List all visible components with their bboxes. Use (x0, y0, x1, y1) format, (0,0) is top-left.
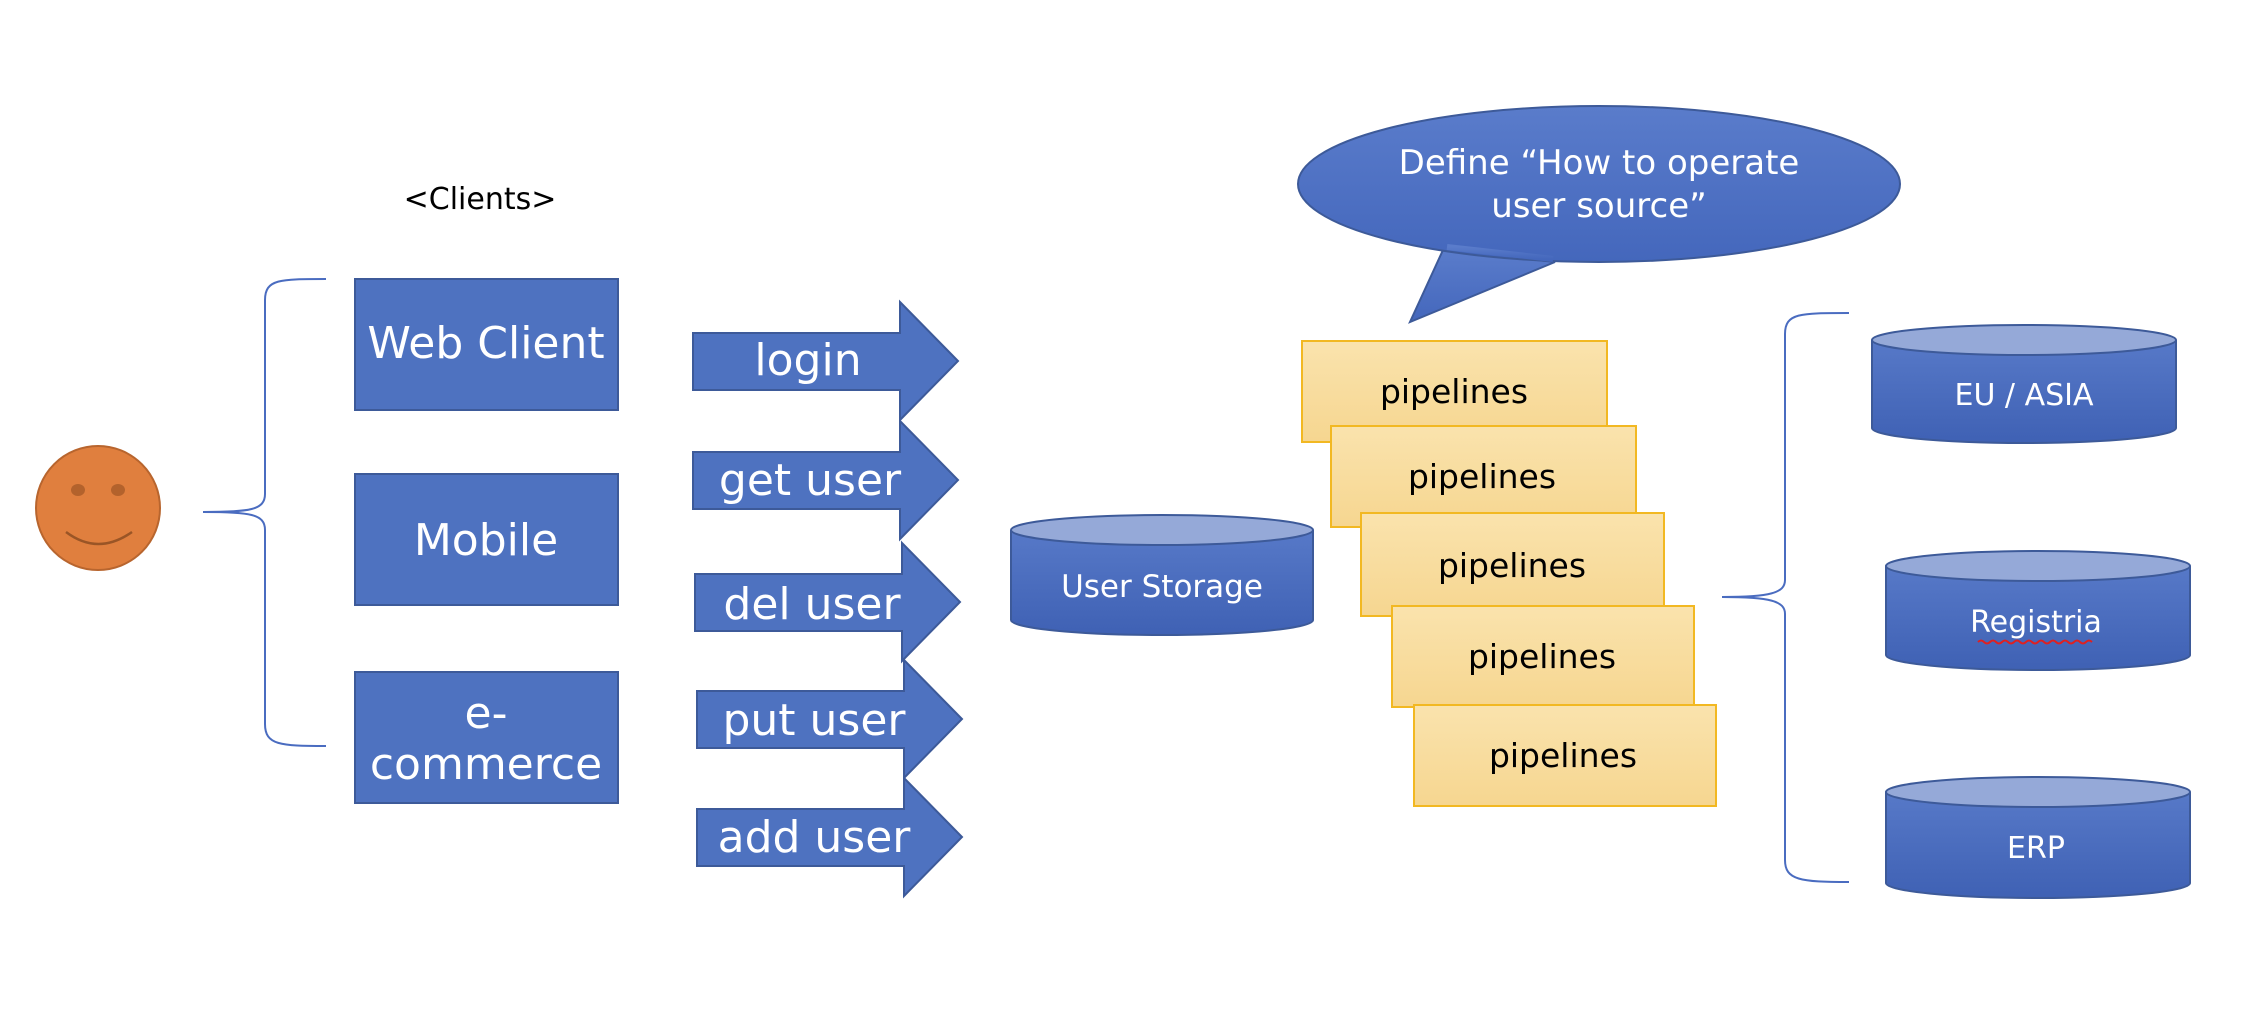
callout-text-line1: Define “How to operate (1399, 143, 1800, 183)
client-label-web: Web Client (367, 318, 604, 369)
operation-arrow-get-user: get user (692, 418, 960, 542)
user-storage-cylinder: User Storage (1010, 514, 1314, 636)
client-label-ecommerce-line2: commerce (370, 739, 602, 790)
clients-heading: <Clients> (404, 182, 557, 217)
pipeline-box-5: pipelines (1413, 704, 1717, 807)
pipeline-label-3: pipelines (1438, 546, 1586, 585)
operation-label-login: login (754, 335, 861, 386)
pipeline-box-4: pipelines (1391, 605, 1695, 708)
operation-label-add-user: add user (718, 812, 912, 863)
pipeline-box-3: pipelines (1360, 512, 1665, 617)
source-cylinder-eu-asia: EU / ASIA (1871, 324, 2177, 444)
source-cylinder-registria: Registria (1885, 550, 2191, 671)
source-label-registria: Registria (1970, 605, 2102, 640)
source-label-eu-asia: EU / ASIA (1954, 378, 2094, 413)
callout-text-line2: user source” (1491, 186, 1707, 226)
spellcheck-underline (1977, 639, 2093, 645)
client-box-web: Web Client (354, 278, 619, 411)
client-box-ecommerce: e- commerce (354, 671, 619, 804)
smiley-face-icon (35, 445, 161, 571)
sources-brace (1721, 312, 1850, 883)
pipeline-box-2: pipelines (1330, 425, 1637, 528)
client-box-mobile: Mobile (354, 473, 619, 606)
client-label-ecommerce-line1: e- (465, 688, 508, 739)
client-label-mobile: Mobile (414, 515, 558, 566)
pipeline-label-2: pipelines (1408, 457, 1556, 496)
pipeline-label-5: pipelines (1489, 736, 1637, 775)
operation-label-get-user: get user (719, 455, 902, 506)
pipeline-label-4: pipelines (1468, 637, 1616, 676)
source-cylinder-erp: ERP (1885, 776, 2191, 899)
source-label-erp: ERP (2007, 831, 2065, 866)
operation-arrow-add-user: add user (696, 775, 964, 899)
operation-arrow-login: login (692, 299, 960, 423)
operation-arrow-del-user: del user (694, 540, 962, 664)
pipeline-label-1: pipelines (1380, 372, 1528, 411)
operation-arrow-put-user: put user (696, 657, 964, 781)
speech-callout: Define “How to operate user source” (1297, 105, 1901, 324)
operation-label-put-user: put user (722, 695, 906, 746)
operation-label-del-user: del user (723, 579, 901, 630)
clients-brace (202, 278, 327, 747)
user-storage-label: User Storage (1061, 569, 1263, 605)
